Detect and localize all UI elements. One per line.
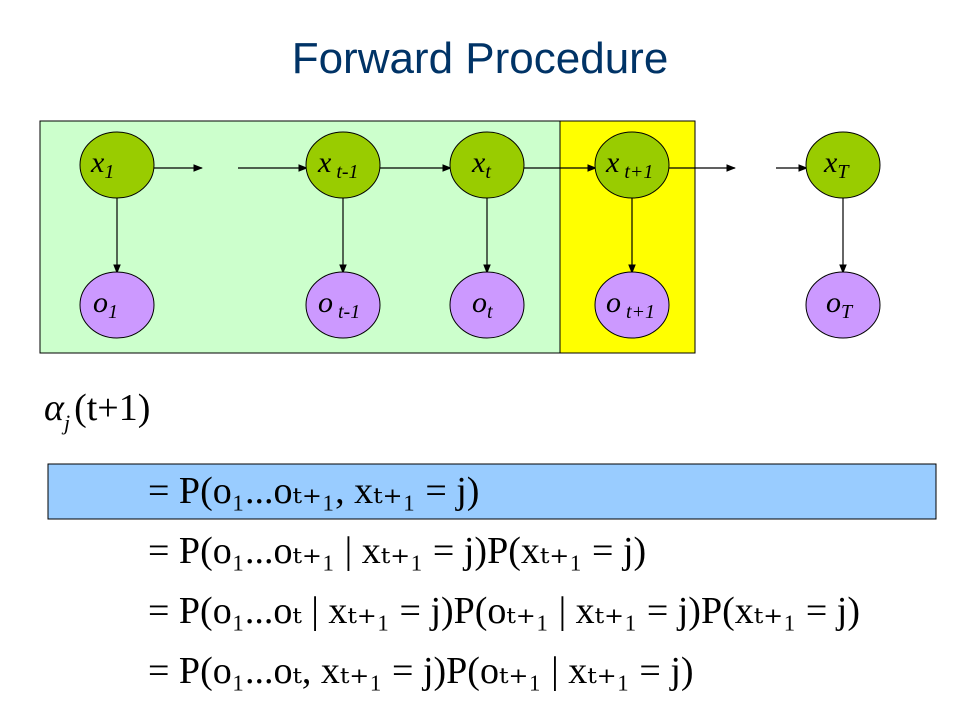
obs-node-T: oT — [805, 271, 881, 339]
svg-text:xT: xT — [823, 146, 850, 183]
equation-3: = P(o₁...oₜ | xₜ₊₁ = j)P(oₜ₊₁ | xₜ₊₁ = j… — [148, 590, 860, 632]
svg-text:xt: xt — [471, 146, 491, 183]
svg-text:oT: oT — [826, 286, 854, 323]
slide-title: Forward Procedure — [291, 34, 669, 83]
svg-text:x1: x1 — [90, 146, 114, 183]
equation-2: = P(o₁...oₜ₊₁ | xₜ₊₁ = j)P(xₜ₊₁ = j) — [148, 530, 646, 572]
svg-text:o t-1: o t-1 — [318, 286, 360, 323]
obs-node-1: o1 — [79, 271, 155, 339]
obs-node-t: ot — [449, 271, 525, 339]
state-node-T: xT — [805, 131, 881, 199]
svg-text:o1: o1 — [93, 286, 118, 323]
alpha-label: αj(t+1) — [44, 387, 150, 435]
svg-text:o t+1: o t+1 — [606, 286, 655, 323]
state-node-t+1: x t+1 — [594, 131, 670, 199]
equation-1: = P(o₁...oₜ₊₁, xₜ₊₁ = j) — [148, 470, 479, 512]
svg-text:x t+1: x t+1 — [605, 146, 653, 183]
obs-node-t-1: o t-1 — [305, 271, 381, 339]
equation-4: = P(o₁...oₜ, xₜ₊₁ = j)P(oₜ₊₁ | xₜ₊₁ = j) — [148, 650, 694, 692]
svg-text:x t-1: x t-1 — [317, 146, 359, 183]
state-node-t-1: x t-1 — [305, 131, 381, 199]
highlight-box — [47, 463, 937, 520]
state-node-t: xt — [449, 131, 525, 199]
state-node-1: x1 — [79, 131, 155, 199]
svg-text:ot: ot — [472, 286, 493, 323]
obs-node-t+1: o t+1 — [594, 271, 670, 339]
